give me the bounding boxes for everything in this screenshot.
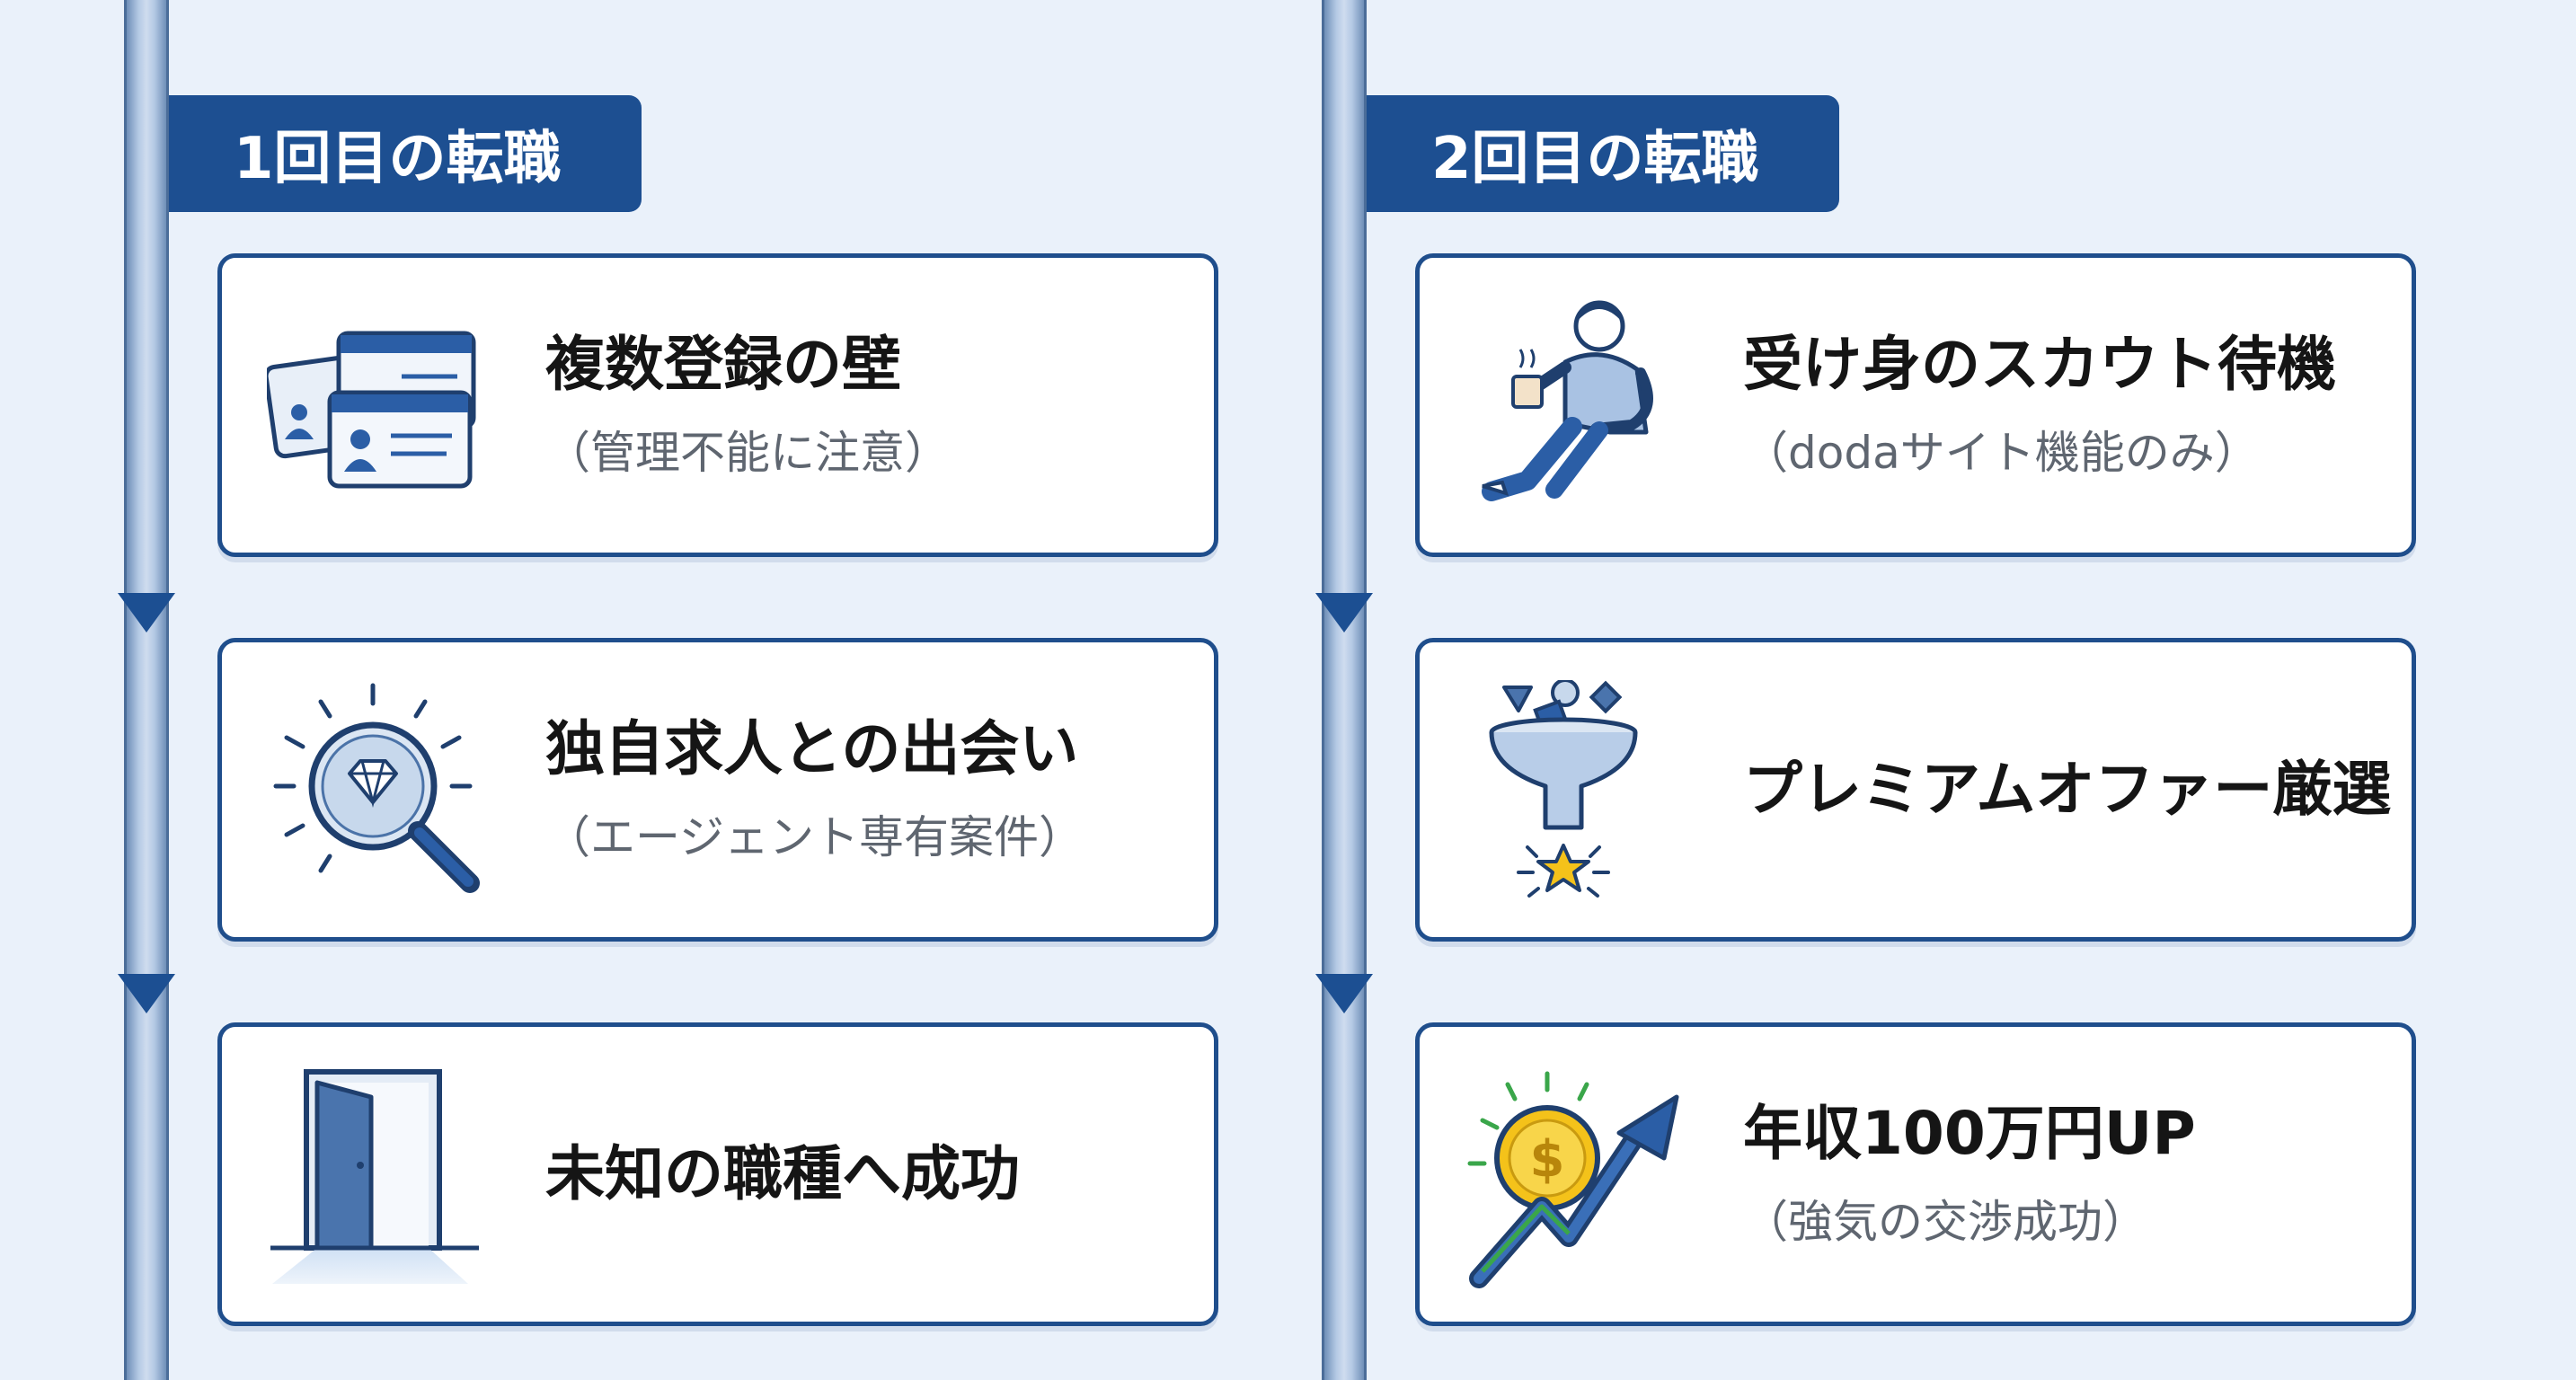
svg-text:$: $ — [1530, 1130, 1565, 1189]
down-arrow-icon — [1315, 593, 1373, 632]
card-subtitle: （強気の交渉成功） — [1743, 1195, 2147, 1248]
card-premium-offer: プレミアムオファー厳選 — [1415, 638, 2416, 942]
card-title: 受け身のスカウト待機 — [1743, 330, 2336, 400]
step-tag-first-job-change: 1回目の転職 — [169, 95, 642, 212]
card-multiple-registration: 複数登録の壁 （管理不能に注意） — [217, 253, 1218, 557]
id-cards-icon — [267, 331, 476, 489]
timeline-rail-right — [1322, 0, 1367, 1380]
card-subtitle: （管理不能に注意） — [545, 426, 950, 479]
magnifier-diamond-icon — [273, 683, 480, 893]
card-title: 独自求人との出会い — [545, 714, 1079, 784]
card-title: 年収100万円UP — [1743, 1099, 2196, 1169]
relaxing-person-icon — [1482, 300, 1653, 501]
step-tag-second-job-change: 2回目の転職 — [1367, 95, 1839, 212]
card-new-career-success: 未知の職種へ成功 — [217, 1022, 1218, 1326]
down-arrow-icon — [118, 593, 175, 632]
card-title: プレミアムオファー厳選 — [1743, 755, 2392, 825]
card-passive-scout: 受け身のスカウト待機 （dodaサイト機能のみ） — [1415, 253, 2416, 557]
card-subtitle: （エージェント専有案件） — [545, 810, 1084, 863]
card-salary-up: $ 年収100万円UP （強気の交渉成功） — [1415, 1022, 2416, 1326]
down-arrow-icon — [118, 974, 175, 1013]
timeline-rail-left — [124, 0, 169, 1380]
card-subtitle: （dodaサイト機能のみ） — [1743, 426, 2260, 479]
funnel-star-icon — [1489, 680, 1638, 898]
open-door-icon — [270, 1069, 479, 1284]
down-arrow-icon — [1315, 974, 1373, 1013]
coin-growth-arrow-icon: $ — [1467, 1071, 1679, 1288]
card-title: 複数登録の壁 — [545, 330, 901, 400]
card-title: 未知の職種へ成功 — [545, 1139, 1020, 1209]
card-exclusive-job: 独自求人との出会い （エージェント専有案件） — [217, 638, 1218, 942]
